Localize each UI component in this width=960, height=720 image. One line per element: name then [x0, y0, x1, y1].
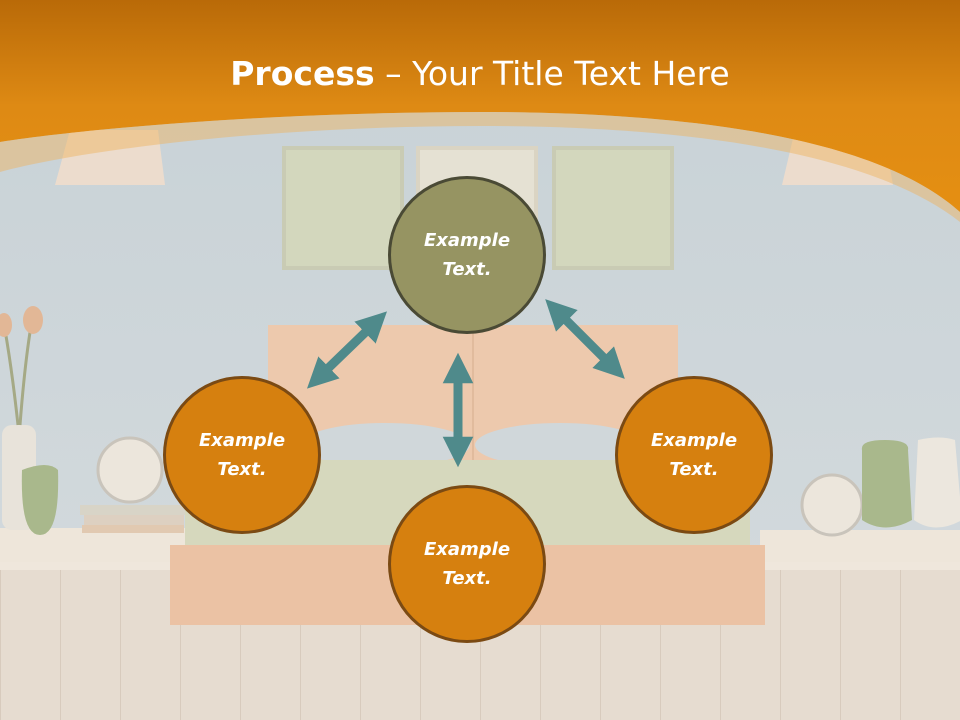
- node-bottom-text: Example Text.: [423, 539, 511, 589]
- title-rest: – Your Title Text Here: [374, 54, 730, 93]
- header-swoosh: [0, 112, 960, 222]
- node-left-text: Example Text.: [198, 430, 286, 480]
- node-top: Example Text.: [388, 176, 546, 334]
- left-shelf: [0, 528, 200, 562]
- node-right-text: Example Text.: [650, 430, 738, 480]
- lamp-left: [55, 130, 165, 185]
- right-shelf: [760, 530, 960, 562]
- frame-left: [282, 146, 404, 270]
- slide-title: Process – Your Title Text Here: [0, 52, 960, 96]
- frame-right: [552, 146, 674, 270]
- node-right: Example Text.: [615, 376, 773, 534]
- node-top-text: Example Text.: [423, 230, 511, 280]
- node-bottom: Example Text.: [388, 485, 546, 643]
- title-bold: Process: [230, 54, 375, 93]
- header-band: [0, 0, 960, 212]
- node-left: Example Text.: [163, 376, 321, 534]
